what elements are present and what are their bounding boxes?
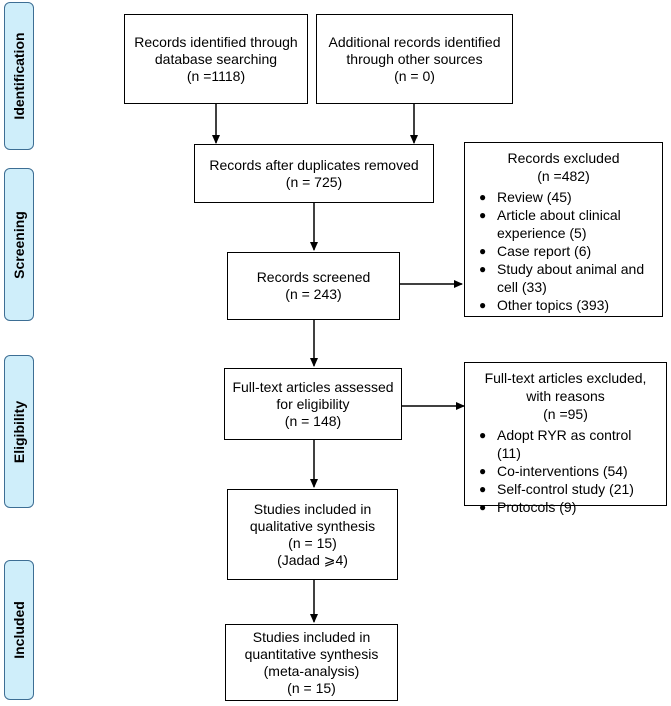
box-fulltext-excluded: Full-text articles excluded, with reason…	[464, 362, 667, 516]
excluded-reason-other-topics: Other topics (393)	[473, 296, 654, 314]
box-screened-line-1: Records screened	[256, 269, 371, 285]
box-records-screened: Records screened (n = 243)	[227, 252, 400, 320]
phase-identification: Identification	[4, 2, 34, 150]
box-other-line-2: through other sources	[346, 50, 483, 67]
fulltext-excluded-title: Full-text articles excluded,	[484, 370, 647, 386]
box-qualitative-synthesis: Studies included in qualitative synthesi…	[227, 489, 398, 580]
box-qualitative-count: (n = 15)	[288, 534, 337, 551]
box-quantitative-line-3: (meta-analysis)	[263, 662, 360, 679]
records-excluded-list: Review (45) Article about clinicalexperi…	[473, 188, 654, 314]
box-qualitative-line-1: Studies included in	[253, 500, 372, 517]
fulltext-reason-ryr-control: Adopt RYR as control (11)	[473, 426, 658, 462]
phase-included: Included	[4, 560, 34, 700]
fulltext-excluded-list: Adopt RYR as control (11) Co-interventio…	[473, 426, 658, 516]
box-duplicates-removed: Records after duplicates removed (n = 72…	[194, 144, 434, 203]
box-database-line-1: Records identified through	[134, 33, 298, 50]
fulltext-reason-co-interventions: Co-interventions (54)	[473, 462, 658, 480]
box-fulltext-line-2: for eligibility	[276, 395, 350, 412]
box-database-records: Records identified through database sear…	[124, 14, 308, 104]
phase-eligibility: Eligibility	[4, 355, 34, 508]
box-duplicates-count: (n = 725)	[285, 173, 343, 190]
box-qualitative-line-2: qualitative synthesis	[249, 517, 376, 534]
excluded-reason-case-report: Case report (6)	[473, 242, 654, 260]
fulltext-excluded-subtitle: with reasons	[526, 388, 605, 404]
box-qualitative-jadad: (Jadad ⩾4)	[277, 551, 348, 568]
box-other-line-1: Additional records identified	[328, 33, 501, 50]
box-quantitative-synthesis: Studies included in quantitative synthes…	[225, 624, 398, 701]
box-fulltext-line-1: Full-text articles assessed	[232, 378, 394, 395]
box-quantitative-line-1: Studies included in	[252, 628, 371, 645]
records-excluded-title: Records excluded	[507, 150, 620, 166]
box-database-count: (n =1118)	[186, 67, 246, 84]
fulltext-reason-protocols: Protocols (9)	[473, 498, 658, 516]
fulltext-excluded-count: (n =95)	[543, 406, 588, 422]
records-excluded-count: (n =482)	[537, 168, 590, 184]
box-quantitative-line-2: quantitative synthesis	[244, 645, 379, 662]
box-quantitative-count: (n = 15)	[287, 679, 336, 696]
phase-screening: Screening	[4, 168, 34, 321]
box-fulltext-assessed: Full-text articles assessed for eligibil…	[224, 368, 402, 440]
box-screened-count: (n = 243)	[285, 286, 342, 302]
box-database-line-2: database searching	[154, 50, 278, 67]
box-fulltext-count: (n = 148)	[284, 412, 342, 429]
box-records-excluded: Records excluded (n =482) Review (45) Ar…	[464, 142, 663, 317]
fulltext-reason-self-control: Self-control study (21)	[473, 480, 658, 498]
excluded-reason-review: Review (45)	[473, 188, 654, 206]
box-other-count: (n = 0)	[394, 67, 435, 84]
box-duplicates-line-1: Records after duplicates removed	[209, 156, 419, 173]
box-other-sources: Additional records identified through ot…	[316, 14, 513, 104]
